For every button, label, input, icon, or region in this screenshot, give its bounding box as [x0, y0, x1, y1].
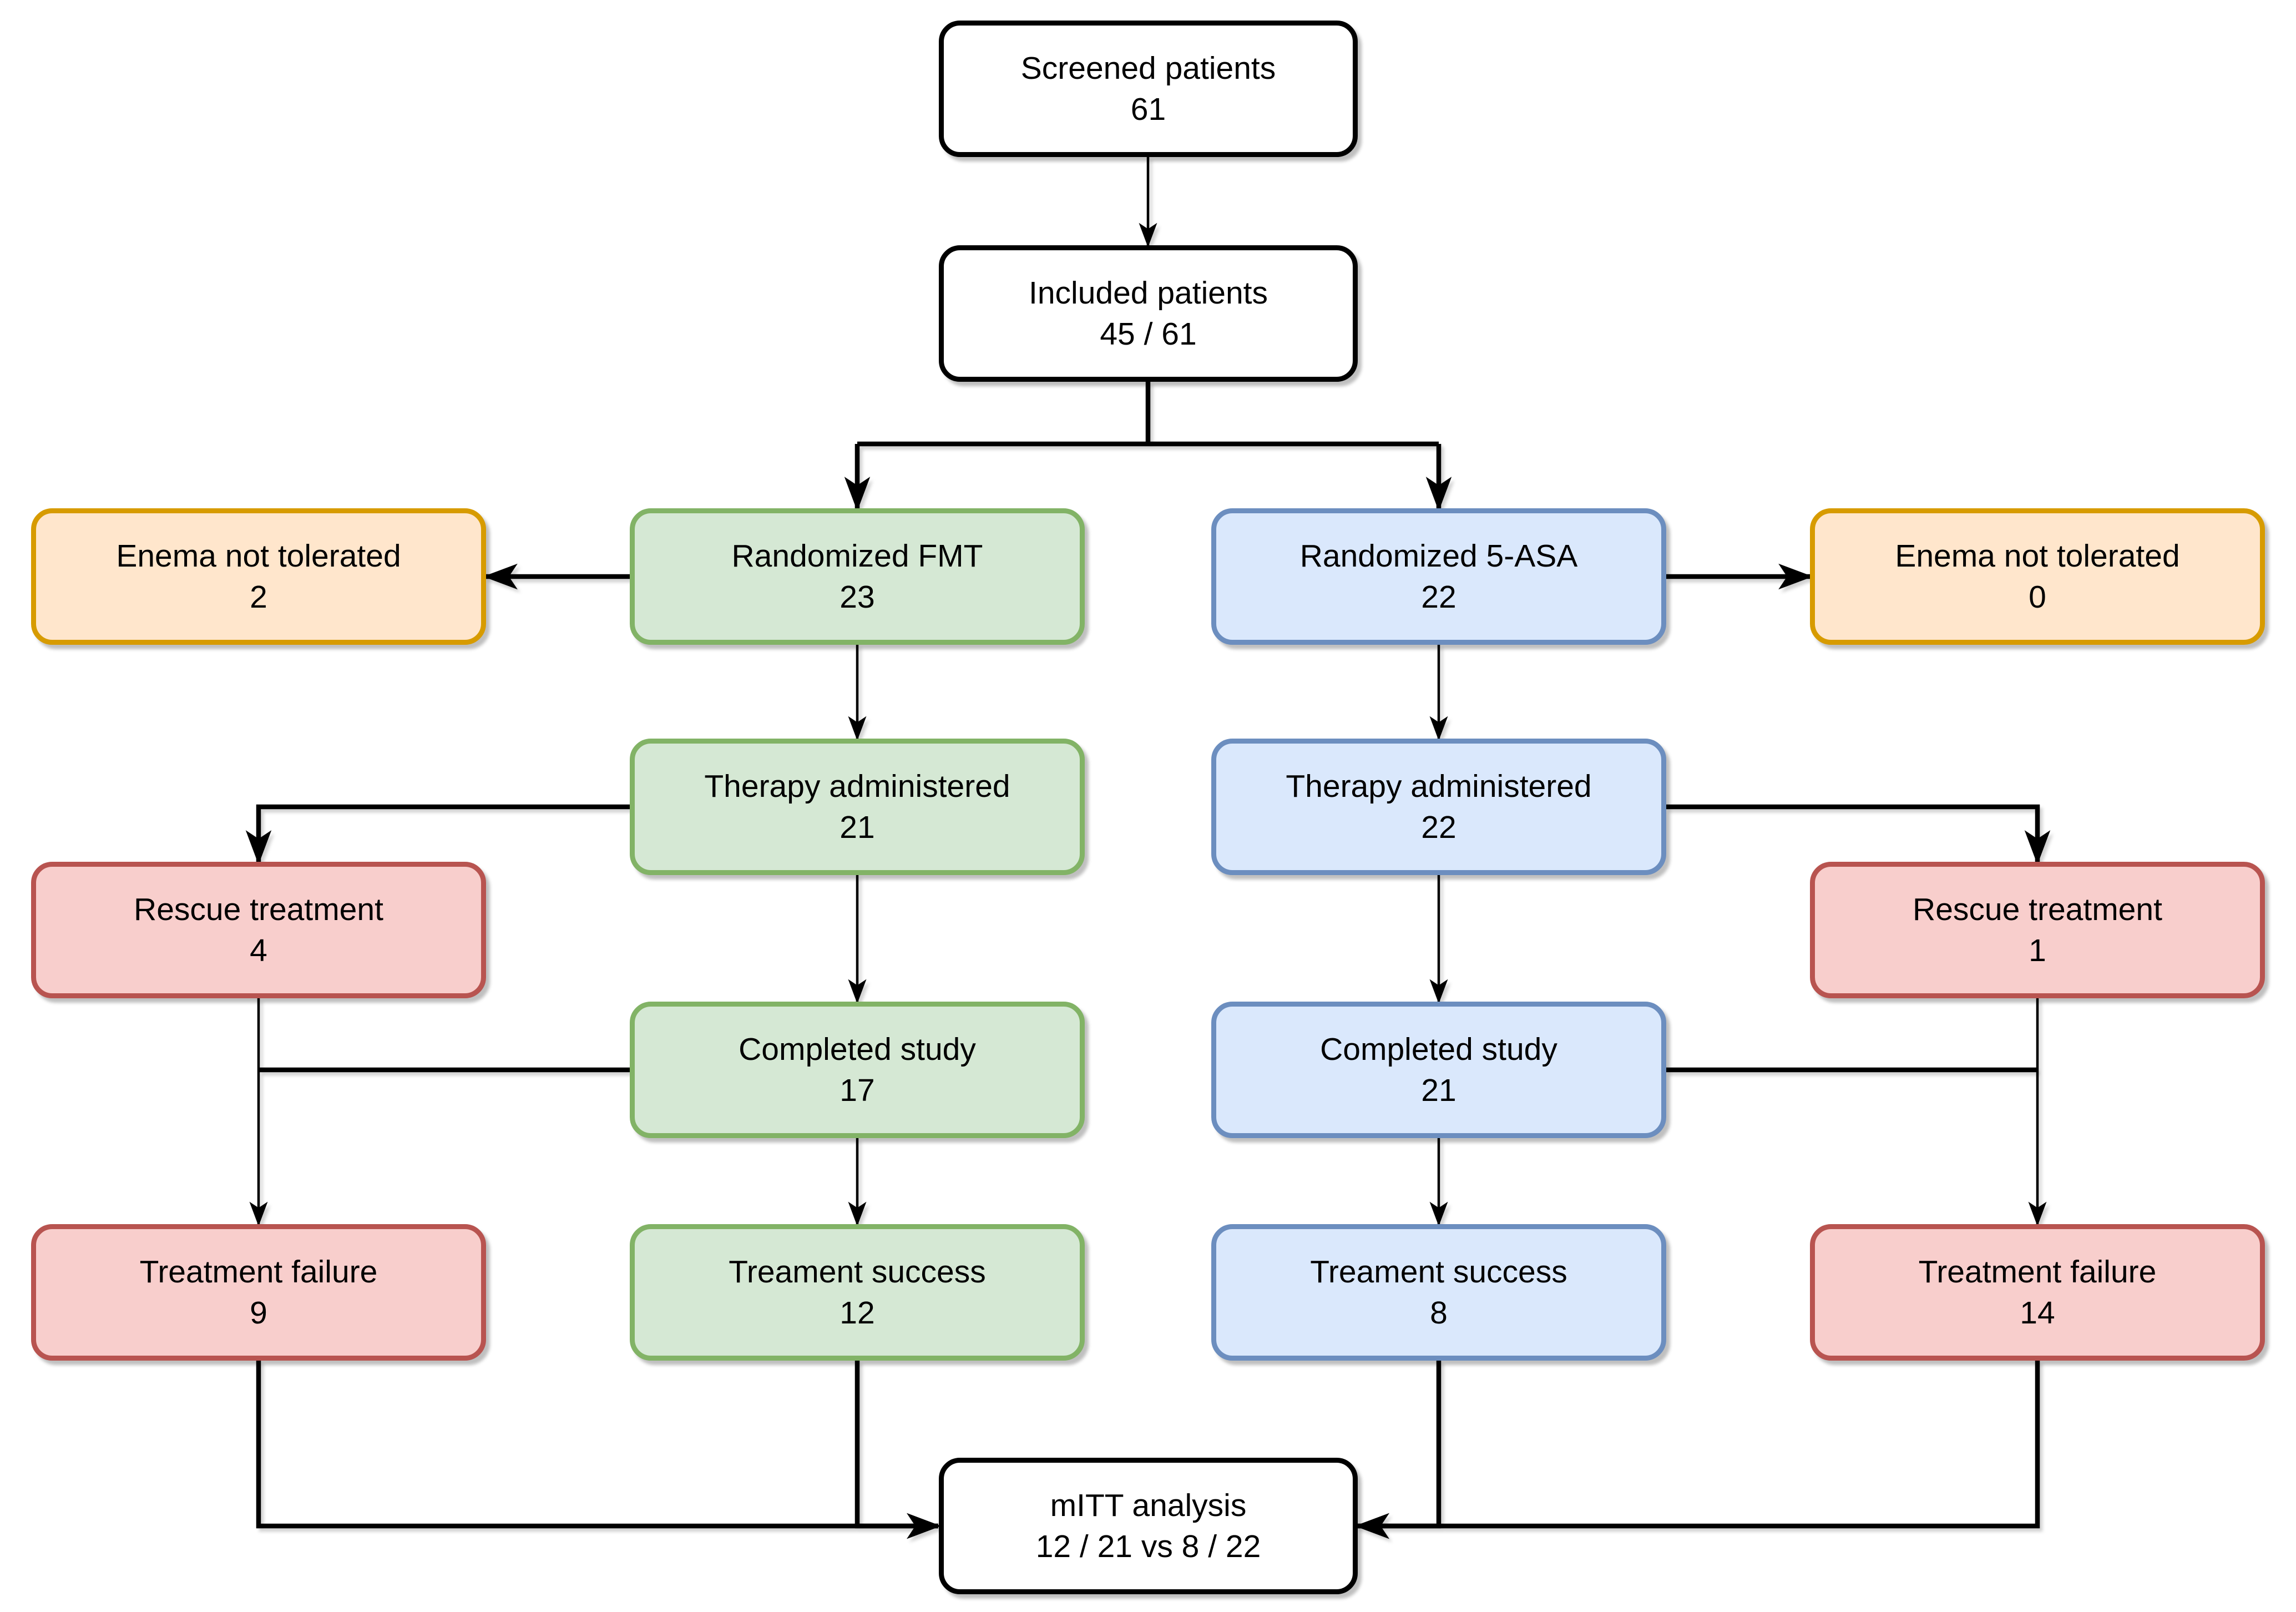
- node-value: 0: [2029, 579, 2046, 615]
- node-label: Enema not tolerated: [1895, 538, 2180, 574]
- node-randomized-fmt: Randomized FMT 23: [630, 508, 1085, 645]
- node-label: Therapy administered: [704, 768, 1010, 804]
- node-value: 23: [839, 579, 875, 615]
- node-mitt-analysis: mITT analysis 12 / 21 vs 8 / 22: [939, 1458, 1358, 1594]
- node-completed-study-fmt: Completed study 17: [630, 1002, 1085, 1138]
- node-value: 1: [2029, 933, 2046, 968]
- node-value: 61: [1130, 92, 1166, 127]
- edge-successasa-mitt: [1354, 1361, 1442, 1539]
- node-value: 12: [839, 1295, 875, 1331]
- node-label: Enema not tolerated: [116, 538, 401, 574]
- node-included-patients: Included patients 45 / 61: [939, 245, 1358, 382]
- node-enema-not-tolerated-fmt: Enema not tolerated 2: [31, 508, 486, 645]
- node-value: 45 / 61: [1100, 316, 1197, 352]
- node-label: Included patients: [1029, 275, 1268, 311]
- node-screened-patients: Screened patients 61: [939, 21, 1358, 157]
- node-completed-study-5asa: Completed study 21: [1211, 1002, 1666, 1138]
- edge-therapyfmt-rescuefmt: [245, 804, 630, 865]
- node-value: 12 / 21 vs 8 / 22: [1035, 1529, 1261, 1564]
- node-label: Treament success: [729, 1254, 986, 1290]
- node-label: Therapy administered: [1286, 768, 1592, 804]
- node-rescue-treatment-fmt: Rescue treatment 4: [31, 862, 486, 998]
- node-label: Treament success: [1310, 1254, 1567, 1290]
- node-value: 14: [2020, 1295, 2055, 1331]
- node-treatment-success-fmt: Treament success 12: [630, 1224, 1085, 1361]
- node-value: 22: [1421, 579, 1457, 615]
- node-treatment-failure-5asa: Treatment failure 14: [1810, 1224, 2265, 1361]
- node-treatment-success-5asa: Treament success 8: [1211, 1224, 1666, 1361]
- node-label: Treatment failure: [1918, 1254, 2157, 1290]
- node-therapy-administered-5asa: Therapy administered 22: [1211, 739, 1666, 875]
- edge-therapyasa-rescueasa: [1666, 804, 2051, 865]
- node-label: Completed study: [1320, 1031, 1557, 1067]
- edge-failurefmt-mitt: [256, 1361, 942, 1539]
- node-value: 2: [250, 579, 267, 615]
- node-therapy-administered-fmt: Therapy administered 21: [630, 739, 1085, 875]
- node-value: 21: [1421, 1073, 1457, 1108]
- node-value: 8: [1430, 1295, 1448, 1331]
- node-enema-not-tolerated-5asa: Enema not tolerated 0: [1810, 508, 2265, 645]
- node-value: 9: [250, 1295, 267, 1331]
- node-treatment-failure-fmt: Treatment failure 9: [31, 1224, 486, 1361]
- node-label: Treatment failure: [139, 1254, 378, 1290]
- node-label: Screened patients: [1020, 50, 1276, 86]
- edge-successfmt-mitt: [854, 1361, 942, 1539]
- node-label: Completed study: [739, 1031, 976, 1067]
- node-label: mITT analysis: [1050, 1487, 1247, 1523]
- node-label: Randomized FMT: [731, 538, 983, 574]
- edge-failureasa-mitt: [1354, 1361, 2040, 1539]
- node-label: Rescue treatment: [1913, 891, 2162, 927]
- node-randomized-5asa: Randomized 5-ASA 22: [1211, 508, 1666, 645]
- node-value: 22: [1421, 810, 1457, 845]
- node-value: 17: [839, 1073, 875, 1108]
- node-value: 21: [839, 810, 875, 845]
- node-rescue-treatment-5asa: Rescue treatment 1: [1810, 862, 2265, 998]
- node-value: 4: [250, 933, 267, 968]
- node-label: Rescue treatment: [134, 891, 383, 927]
- node-label: Randomized 5-ASA: [1299, 538, 1578, 574]
